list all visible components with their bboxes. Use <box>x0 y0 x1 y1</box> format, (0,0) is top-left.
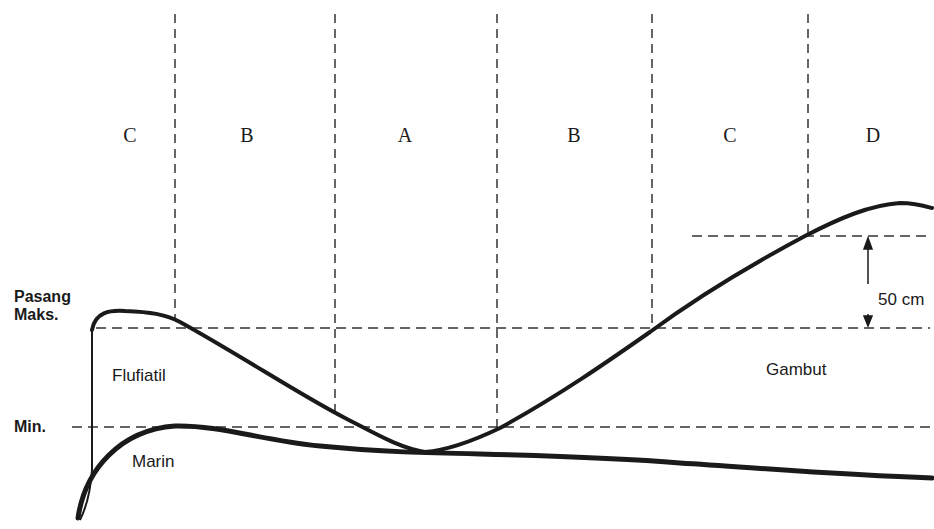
layer-label: Marin <box>132 452 175 472</box>
dimension-arrow <box>864 238 872 326</box>
layer-label: Flufiatil <box>112 366 166 386</box>
tide-level-label: Pasang Maks. <box>14 288 78 325</box>
zone-letter: B <box>240 124 253 147</box>
zone-letter: A <box>398 124 412 147</box>
zone-divider <box>496 14 498 428</box>
dimension-label: 50 cm <box>878 290 924 310</box>
arrow-head <box>864 238 872 249</box>
reference-line <box>692 235 930 237</box>
max-tide-line <box>96 327 930 329</box>
ground-surface <box>92 203 932 452</box>
marine-boundary <box>78 426 932 518</box>
zone-divider <box>174 14 176 318</box>
zone-divider <box>334 14 336 412</box>
layer-label: Gambut <box>766 360 826 380</box>
zone-divider <box>651 14 653 330</box>
zone-dividers <box>175 14 808 428</box>
zone-letter: C <box>123 124 136 147</box>
tide-level-label: Min. <box>14 418 46 436</box>
arrow-shaft <box>867 246 869 284</box>
arrow-head <box>864 316 872 326</box>
zone-letter: C <box>723 124 736 147</box>
zone-letter: B <box>567 124 580 147</box>
zone-letter: D <box>866 124 880 147</box>
zone-divider <box>807 14 809 234</box>
